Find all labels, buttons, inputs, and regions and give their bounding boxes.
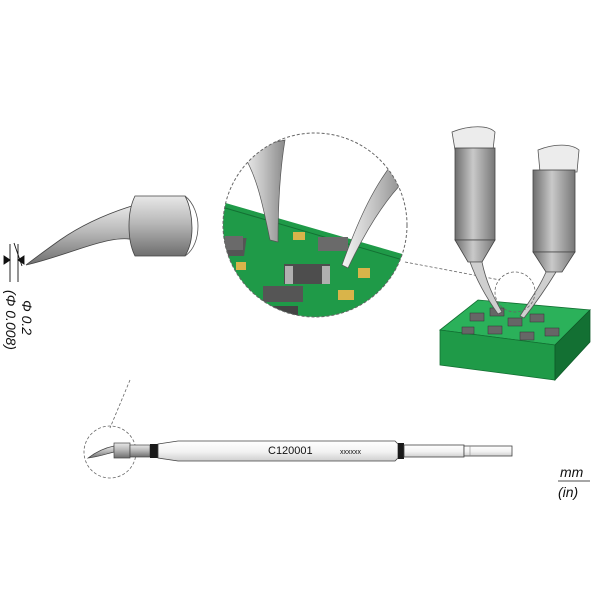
pcb-block	[439, 299, 591, 382]
tip-collar	[128, 195, 193, 257]
zoom-tip-right	[341, 159, 406, 269]
cartridge-tip	[86, 445, 115, 459]
tweezer-cartridge-right	[519, 144, 580, 319]
cartridge	[86, 440, 513, 462]
zoom-components	[223, 232, 370, 317]
zoom-detail	[222, 132, 408, 318]
unit-imperial: (in)	[558, 484, 578, 500]
dimension-metric: Φ 0.2	[19, 300, 35, 335]
dimension-imperial: (Φ 0.008)	[3, 290, 19, 350]
tweezer-detail-circle	[494, 271, 536, 313]
tip-closeup	[25, 195, 199, 266]
units-legend: mm (in)	[558, 464, 590, 500]
dimension-marker	[3, 242, 25, 282]
unit-metric: mm	[560, 464, 584, 480]
cartridge-connector	[109, 379, 131, 429]
cartridge-part-number: C120001	[268, 445, 313, 457]
zoom-tip-left	[239, 139, 286, 243]
pcb-chips	[461, 307, 560, 341]
cartridge-tip-collar	[113, 442, 131, 459]
cartridge-serial: xxxxxx	[340, 449, 362, 456]
tweezer-cartridge-left	[451, 126, 503, 315]
tip-cone	[25, 204, 136, 266]
